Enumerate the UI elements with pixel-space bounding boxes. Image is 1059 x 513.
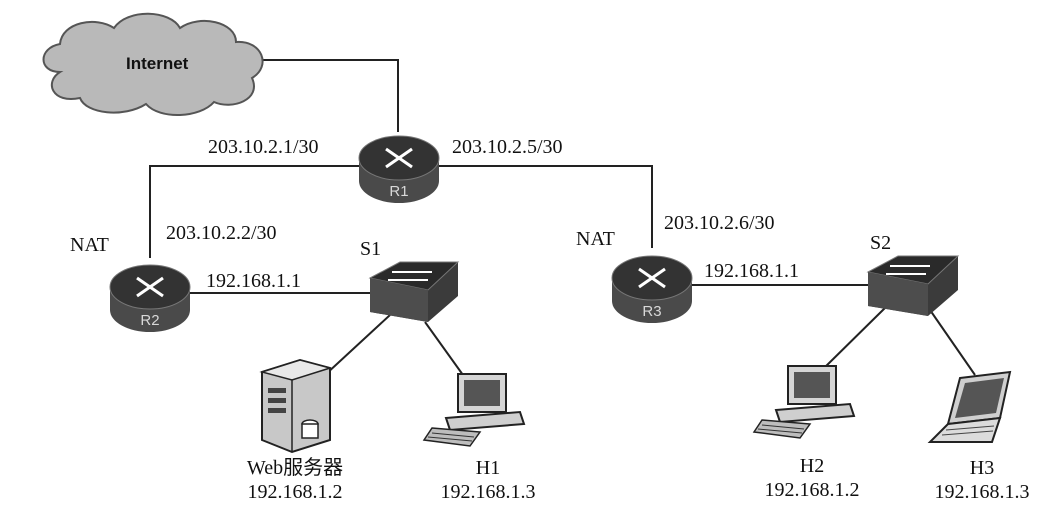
web-server-name: Web服务器 — [246, 457, 344, 479]
switch-s2-label: S2 — [870, 232, 892, 254]
link-internet-r1 — [258, 59, 399, 132]
h3-ip: 192.168.1.3 — [934, 481, 1030, 503]
h1-caption: H1 192.168.1.3 — [418, 456, 558, 504]
r2-wan-ip: 203.10.2.2/30 — [166, 222, 277, 244]
web-server-caption: Web服务器 192.168.1.2 — [220, 456, 370, 504]
h2-computer-icon — [752, 365, 856, 439]
switch-s1-icon — [368, 261, 460, 322]
nat-label-r3: NAT — [576, 228, 615, 250]
link-s1-web — [324, 314, 391, 376]
h1-computer-icon — [422, 373, 526, 447]
r1-r2-link-ip: 203.10.2.1/30 — [208, 136, 319, 158]
connection-lines — [149, 59, 976, 383]
router-r2-icon — [109, 264, 191, 332]
router-r1-icon — [358, 135, 440, 203]
link-s1-h1 — [424, 321, 469, 383]
h3-name: H3 — [969, 457, 995, 479]
h3-laptop-icon — [927, 370, 1012, 443]
internet-label: Internet — [126, 54, 189, 73]
router-r2-label: R2 — [140, 312, 160, 329]
r3-wan-ip: 203.10.2.6/30 — [664, 212, 775, 234]
h2-name: H2 — [799, 455, 825, 477]
link-s2-h2 — [819, 304, 889, 373]
h3-caption: H3 192.168.1.3 — [912, 456, 1052, 504]
h2-ip: 192.168.1.2 — [764, 479, 860, 501]
h1-ip: 192.168.1.3 — [440, 481, 536, 503]
router-r3-label: R3 — [642, 303, 662, 320]
web-server-icon — [259, 358, 333, 454]
router-r1-label: R1 — [389, 183, 409, 200]
h1-name: H1 — [475, 457, 501, 479]
r3-lan-ip: 192.168.1.1 — [704, 260, 799, 282]
r2-lan-ip: 192.168.1.1 — [206, 270, 301, 292]
nat-label-r2: NAT — [70, 234, 109, 256]
internet-cloud-icon — [42, 12, 264, 116]
r1-r3-link-ip: 203.10.2.5/30 — [452, 136, 563, 158]
switch-s2-icon — [866, 255, 960, 316]
h2-caption: H2 192.168.1.2 — [742, 454, 882, 502]
link-r1-r2 — [149, 165, 360, 258]
link-s2-h3 — [929, 309, 976, 376]
router-r3-icon — [611, 255, 693, 323]
link-r1-r3 — [438, 165, 653, 248]
web-server-ip: 192.168.1.2 — [247, 481, 343, 503]
switch-s1-label: S1 — [360, 238, 382, 260]
